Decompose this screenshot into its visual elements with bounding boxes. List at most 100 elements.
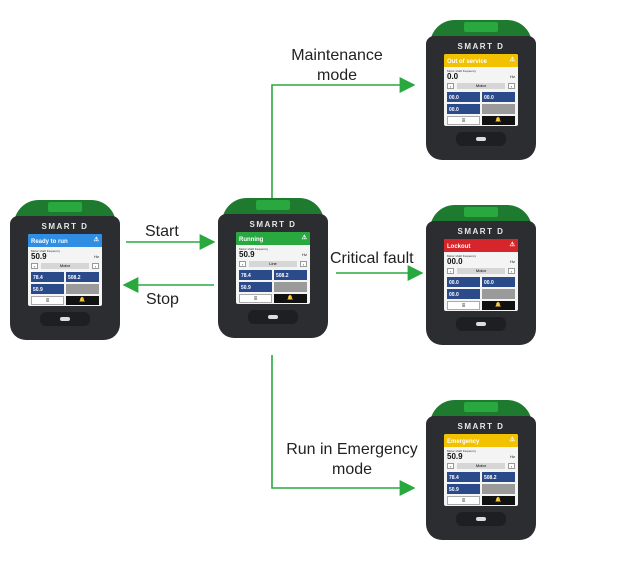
screen-nav: ‹ Motor › <box>31 263 99 269</box>
value-cell: 00.0 <box>447 92 480 102</box>
freq-label: Motor shaft frequency <box>31 249 61 253</box>
nav-title: Motor <box>457 268 505 274</box>
device-screen: Lockout ⚠ Motor shaft frequency 00.0 Hz … <box>444 239 518 311</box>
nav-title: Motor <box>457 83 505 89</box>
device-ready: SMART D Ready to run ⚠ Motor shaft frequ… <box>10 200 120 340</box>
value-cell: 508.2 <box>482 472 515 482</box>
value-cell: 78.4 <box>31 272 64 282</box>
device-emergency: SMART D Emergency ⚠ Motor shaft frequenc… <box>426 400 536 540</box>
value-cell-empty <box>274 282 307 292</box>
menu-icon: ≡ <box>447 301 480 310</box>
device-buttons <box>40 312 90 326</box>
status-banner: Running ⚠ <box>236 232 310 245</box>
chevron-left-icon: ‹ <box>239 261 246 267</box>
freq-unit: Hz <box>94 254 99 259</box>
status-text: Ready to run <box>31 239 68 245</box>
device-running: SMART D Running ⚠ Motor shaft frequency … <box>218 198 328 338</box>
screen-nav: ‹ Motor › <box>447 83 515 89</box>
device-screen: Running ⚠ Motor shaft frequency 50.9 Hz … <box>236 232 310 304</box>
status-banner: Out of service ⚠ <box>444 54 518 67</box>
value-cell: 00.0 <box>447 289 480 299</box>
menu-icon: ≡ <box>447 116 480 125</box>
bell-icon: 🔔 <box>482 301 515 310</box>
device-lockout: SMART D Lockout ⚠ Motor shaft frequency … <box>426 205 536 345</box>
device-out-of-service: SMART D Out of service ⚠ Motor shaft fre… <box>426 20 536 160</box>
chevron-right-icon: › <box>508 268 515 274</box>
bell-icon: 🔔 <box>274 294 307 303</box>
device-brand: SMART D <box>457 42 505 51</box>
arrow-maintenance <box>271 77 416 198</box>
chevron-left-icon: ‹ <box>447 268 454 274</box>
freq-label: Motor shaft frequency <box>447 449 477 453</box>
freq-unit: Hz <box>510 74 515 79</box>
screen-nav: ‹ Motor › <box>447 463 515 469</box>
status-text: Emergency <box>447 439 480 445</box>
value-cell: 50.9 <box>447 484 480 494</box>
warning-icon: ⚠ <box>509 57 515 63</box>
chevron-right-icon: › <box>300 261 307 267</box>
menu-icon: ≡ <box>447 496 480 505</box>
value-cell-empty <box>482 484 515 494</box>
nav-title: Motor <box>41 263 89 269</box>
label-maintenance: Maintenance mode <box>291 47 383 84</box>
screen-nav: ‹ Line › <box>239 261 307 267</box>
value-cell: 00.0 <box>447 277 480 287</box>
menu-icon: ≡ <box>31 296 64 305</box>
bell-icon: 🔔 <box>482 496 515 505</box>
device-screen: Emergency ⚠ Motor shaft frequency 50.9 H… <box>444 434 518 506</box>
chevron-right-icon: › <box>508 463 515 469</box>
freq-label: Motor shaft frequency <box>239 247 269 251</box>
warning-icon: ⚠ <box>301 235 307 241</box>
status-banner: Ready to run ⚠ <box>28 234 102 247</box>
status-text: Lockout <box>447 244 471 250</box>
warning-icon: ⚠ <box>509 437 515 443</box>
device-brand: SMART D <box>457 422 505 431</box>
status-text: Out of service <box>447 59 488 65</box>
freq-unit: Hz <box>302 252 307 257</box>
status-banner: Lockout ⚠ <box>444 239 518 252</box>
screen-bottom-bar: ≡ 🔔 <box>239 294 307 303</box>
device-brand: SMART D <box>457 227 505 236</box>
freq-unit: Hz <box>510 259 515 264</box>
nav-title: Line <box>249 261 297 267</box>
device-buttons <box>456 132 506 146</box>
value-cell-empty <box>66 284 99 294</box>
label-stop: Stop <box>146 291 179 308</box>
freq-label: Motor shaft frequency <box>447 254 477 258</box>
device-screen: Ready to run ⚠ Motor shaft frequency 50.… <box>28 234 102 306</box>
freq-value: 50.9 <box>447 452 463 461</box>
device-brand: SMART D <box>249 220 297 229</box>
arrow-emergency <box>271 355 416 496</box>
value-cell-empty <box>482 289 515 299</box>
label-start: Start <box>145 223 179 240</box>
status-banner: Emergency ⚠ <box>444 434 518 447</box>
screen-bottom-bar: ≡ 🔔 <box>447 116 515 125</box>
freq-value: 50.9 <box>31 252 47 261</box>
bell-icon: 🔔 <box>482 116 515 125</box>
freq-value: 50.9 <box>239 250 255 259</box>
screen-bottom-bar: ≡ 🔔 <box>447 496 515 505</box>
device-brand: SMART D <box>41 222 89 231</box>
warning-icon: ⚠ <box>93 237 99 243</box>
status-text: Running <box>239 237 264 243</box>
menu-icon: ≡ <box>239 294 272 303</box>
value-cell: 00.0 <box>447 104 480 114</box>
chevron-right-icon: › <box>92 263 99 269</box>
nav-title: Motor <box>457 463 505 469</box>
value-cell: 78.4 <box>239 270 272 280</box>
chevron-right-icon: › <box>508 83 515 89</box>
value-cell-empty <box>482 104 515 114</box>
device-buttons <box>248 310 298 324</box>
device-buttons <box>456 512 506 526</box>
freq-unit: Hz <box>510 454 515 459</box>
device-buttons <box>456 317 506 331</box>
value-cell: 50.9 <box>239 282 272 292</box>
freq-value: 00.0 <box>447 257 463 266</box>
value-cell: 508.2 <box>274 270 307 280</box>
freq-label: Motor shaft frequency <box>447 69 477 73</box>
chevron-left-icon: ‹ <box>31 263 38 269</box>
device-screen: Out of service ⚠ Motor shaft frequency 0… <box>444 54 518 126</box>
value-cell: 00.0 <box>482 277 515 287</box>
warning-icon: ⚠ <box>509 242 515 248</box>
